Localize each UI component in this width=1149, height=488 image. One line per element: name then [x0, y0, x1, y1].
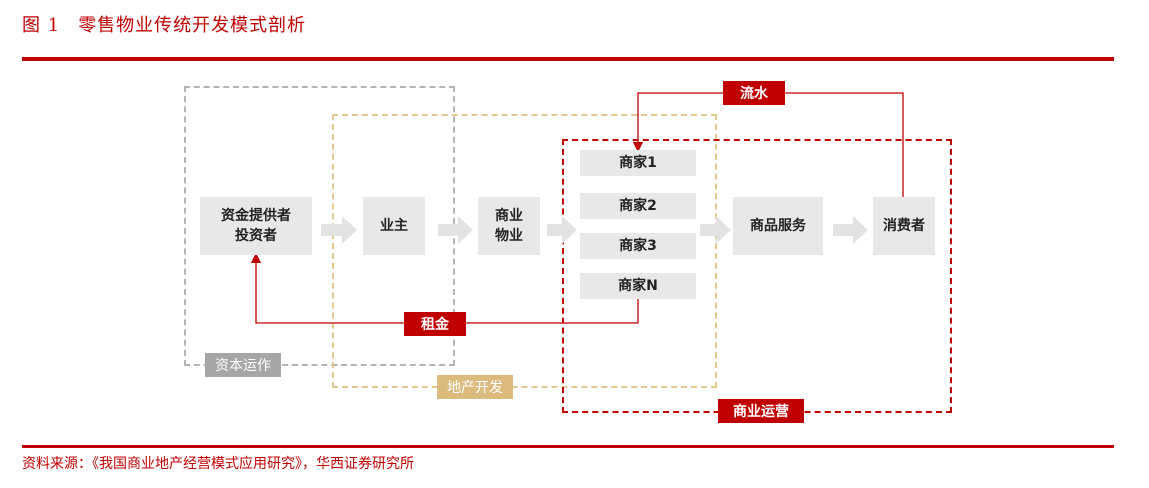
- service-box: 商品服务: [733, 197, 823, 255]
- top-rule: [22, 57, 1114, 61]
- merchant-box-3: 商家3: [580, 233, 696, 259]
- operation-tag: 商业运营: [718, 399, 804, 423]
- capital-tag: 资本运作: [205, 353, 281, 377]
- merchant-label: 商家1: [619, 155, 657, 171]
- merchant-box-2: 商家2: [580, 193, 696, 219]
- consumer-box: 消费者: [873, 197, 935, 255]
- figure-title: 图 1 零售物业传统开发模式剖析: [22, 11, 306, 37]
- arrow-merchants-service: [700, 216, 731, 244]
- property-line1: 商业: [495, 208, 523, 224]
- figure-title-text: 零售物业传统开发模式剖析: [78, 15, 307, 36]
- merchant-label: 商家N: [618, 278, 658, 294]
- merchant-box-n: 商家N: [580, 273, 696, 299]
- flow-arrows: [321, 216, 868, 244]
- arrow-owner-property: [438, 216, 473, 244]
- figure-number: 图 1: [22, 15, 61, 36]
- investor-box: 资金提供者 投资者: [200, 197, 312, 255]
- property-box: 商业 物业: [478, 197, 540, 255]
- capital-tag-label: 资本运作: [215, 358, 271, 374]
- property-line2: 物业: [495, 228, 523, 244]
- merchant-label: 商家3: [619, 238, 657, 254]
- rent-tag-label: 租金: [421, 317, 449, 333]
- rent-tag: 租金: [404, 312, 466, 336]
- development-frame: [332, 114, 717, 388]
- owner-box: 业主: [363, 197, 425, 255]
- operation-tag-label: 商业运营: [733, 404, 789, 420]
- consumer-label: 消费者: [883, 218, 925, 234]
- arrow-property-merchants: [547, 216, 577, 244]
- investor-line2: 投资者: [235, 228, 277, 244]
- source-note: 资料来源：《我国商业地产经营模式应用研究》，华西证券研究所: [22, 456, 414, 472]
- development-tag: 地产开发: [437, 375, 513, 399]
- flow-tag: 流水: [723, 81, 785, 105]
- flow-tag-label: 流水: [740, 86, 768, 102]
- arrow-service-consumer: [833, 216, 868, 244]
- bottom-rule: [22, 445, 1114, 448]
- investor-line1: 资金提供者: [221, 208, 291, 224]
- merchant-label: 商家2: [619, 198, 657, 214]
- service-label: 商品服务: [750, 218, 806, 234]
- merchant-box-1: 商家1: [580, 150, 696, 176]
- owner-label: 业主: [380, 218, 408, 234]
- arrow-investor-owner: [321, 216, 357, 244]
- development-tag-label: 地产开发: [447, 380, 503, 396]
- flow-line: [632, 92, 904, 197]
